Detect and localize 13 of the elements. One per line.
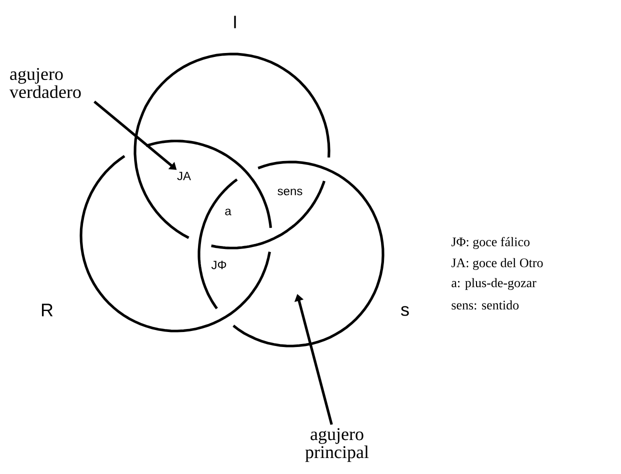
- ring-label: R: [42, 304, 53, 316]
- region-label: JΦ: [211, 260, 226, 270]
- legend-text: a: plus-de-gozar: [452, 278, 536, 290]
- ring-label: s: [401, 306, 409, 316]
- legend-text: JA: goce del Otro: [451, 258, 543, 270]
- ring-label: I: [234, 16, 236, 28]
- region-label: a: [225, 208, 232, 216]
- region-label: sens: [278, 188, 302, 196]
- legend-text: sens: sentido: [452, 300, 519, 310]
- callout-text: agujero principal: [305, 428, 369, 462]
- region-label: JA: [177, 172, 191, 180]
- callout-text: agujero verdadero: [10, 68, 81, 98]
- legend-text: JΦ: goce fálico: [451, 237, 530, 249]
